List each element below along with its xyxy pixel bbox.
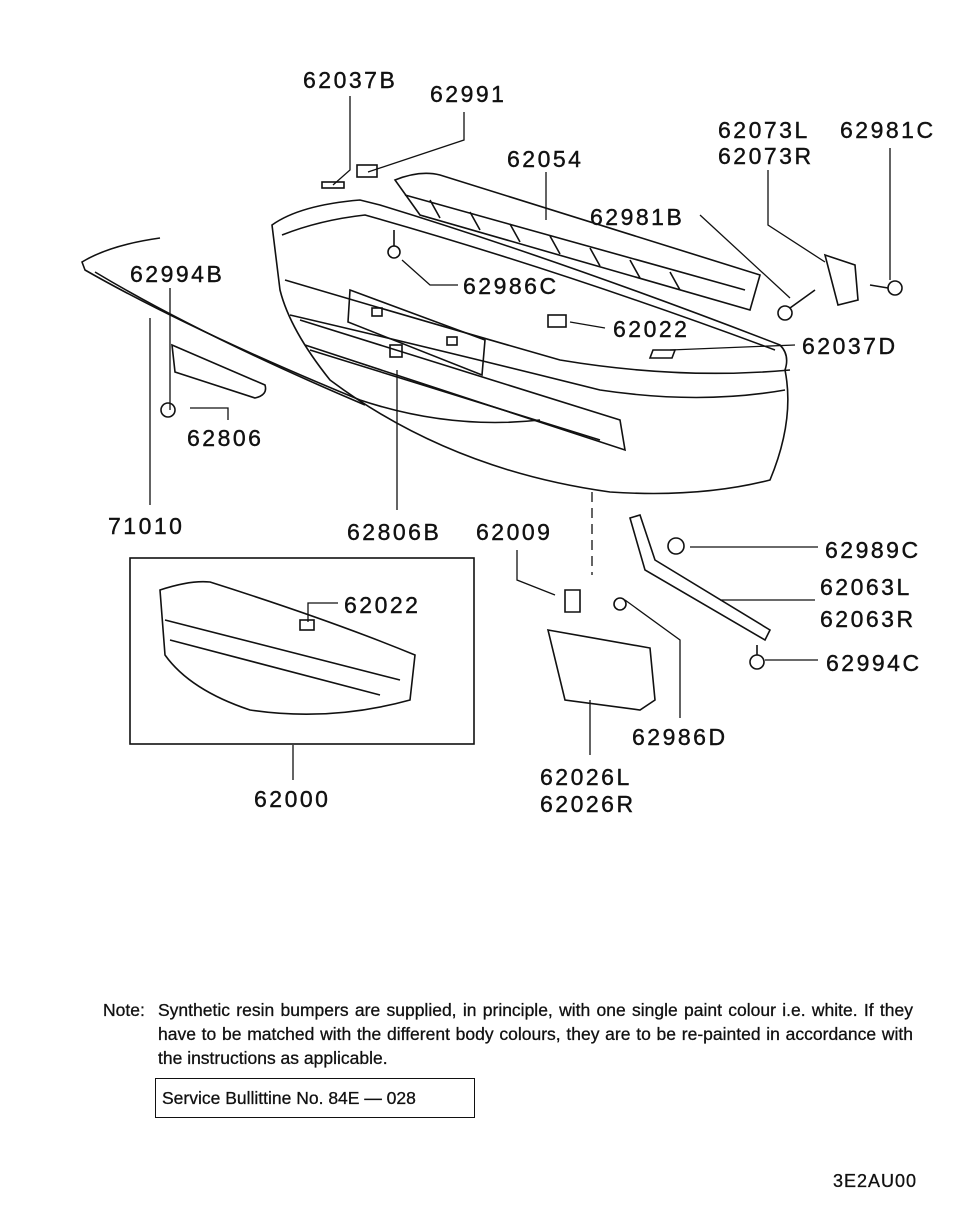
note-text: Synthetic resin bumpers are supplied, in…	[158, 1000, 913, 1068]
part-label-62037B: 62037B	[303, 67, 398, 93]
part-label-62986C: 62986C	[463, 273, 559, 299]
bracket-plate-62806	[171, 343, 267, 399]
service-bulletin-box: Service Bullittine No. 84E — 028	[155, 1078, 475, 1118]
bumper-cover	[271, 199, 791, 495]
fasteners	[160, 164, 903, 711]
part-label-62981C: 62981C	[840, 117, 936, 143]
part-label-62026R: 62026R	[540, 791, 636, 817]
part-label-62063L: 62063L	[820, 574, 912, 600]
part-label-62986D: 62986D	[632, 724, 728, 750]
part-label-62806: 62806	[187, 425, 264, 451]
part-label-62806B: 62806B	[347, 519, 442, 545]
leader-lines	[149, 96, 891, 780]
part-label-62000: 62000	[254, 786, 331, 812]
part-label-62054: 62054	[507, 146, 584, 172]
inset-complete-bumper	[129, 557, 475, 745]
part-label-62991: 62991	[430, 81, 507, 107]
part-label-71010: 71010	[108, 513, 185, 539]
part-label-62073R: 62073R	[718, 143, 814, 169]
part-label-62022-inset: 62022	[344, 592, 421, 618]
part-label-62037D: 62037D	[802, 333, 898, 359]
bumper-reinforcement	[393, 172, 761, 311]
diagram-code: 3E2AU00	[833, 1171, 918, 1191]
note-block: Note: Synthetic resin bumpers are suppli…	[103, 998, 913, 1070]
note-head: Note:	[103, 1000, 145, 1020]
part-label-62989C: 62989C	[825, 537, 921, 563]
part-label-62994B: 62994B	[130, 261, 225, 287]
part-label-62073L: 62073L	[718, 117, 810, 143]
part-label-62009: 62009	[476, 519, 553, 545]
part-label-62994C: 62994C	[826, 650, 922, 676]
part-label-62063R: 62063R	[820, 606, 916, 632]
part-label-62022: 62022	[613, 316, 690, 342]
part-label-62026L: 62026L	[540, 764, 632, 790]
part-label-62981B: 62981B	[590, 204, 685, 230]
